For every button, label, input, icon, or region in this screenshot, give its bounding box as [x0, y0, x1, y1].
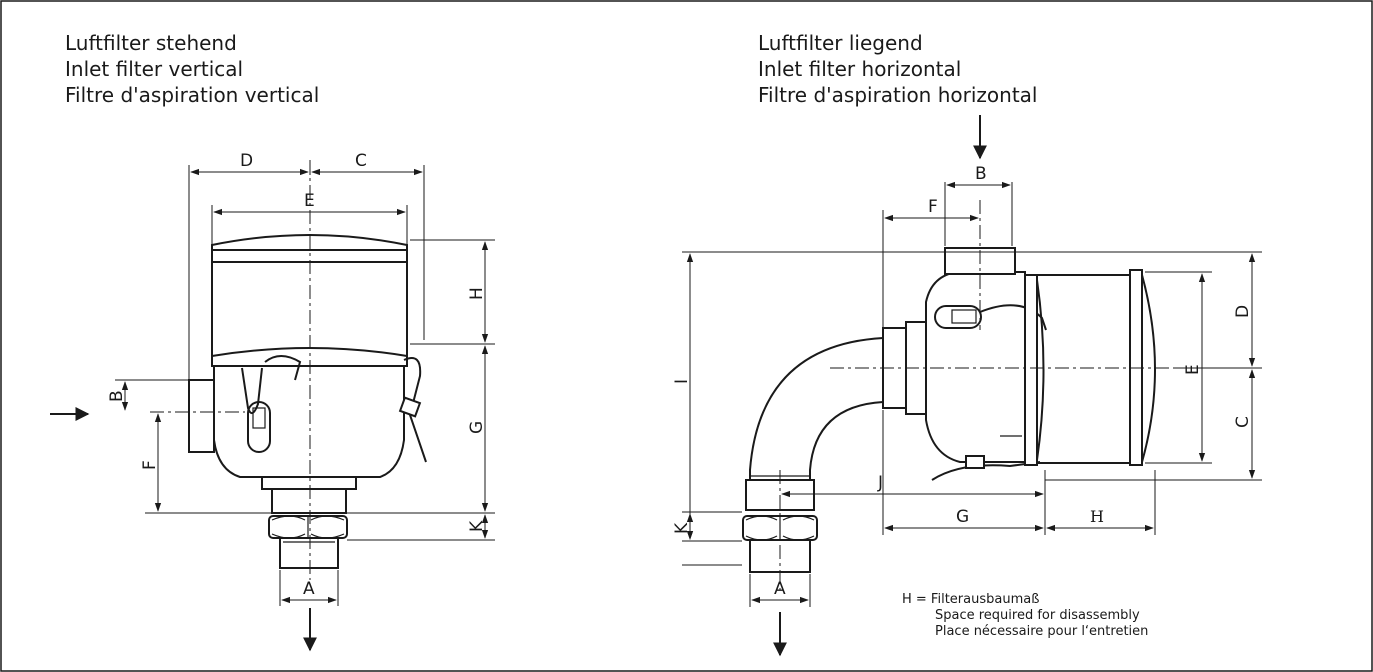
- vertical-housing: [213, 365, 405, 478]
- vertical-label-A: A: [303, 579, 315, 599]
- vertical-label-F: F: [140, 460, 160, 470]
- vertical-neck-lower: [271, 488, 347, 514]
- horizontal-title-de: Luftfilter liegend: [758, 31, 923, 55]
- vertical-lower-rim: [211, 347, 408, 367]
- horizontal-label-I: I: [672, 379, 692, 384]
- horizontal-filter-drawing: Luftfilter liegend Inlet filter horizont…: [672, 31, 1262, 657]
- vertical-thread: [279, 537, 339, 569]
- vertical-label-G: G: [467, 421, 487, 434]
- vertical-neck: [261, 476, 357, 490]
- horizontal-label-K: K: [672, 522, 692, 534]
- horizontal-clip: [934, 305, 982, 329]
- horizontal-title-en: Inlet filter horizontal: [758, 57, 961, 81]
- legend-note: H = Filterausbaumaß Space required for d…: [902, 592, 1148, 639]
- vertical-side-hook: [403, 357, 427, 463]
- horizontal-elbow-inner: [809, 401, 884, 510]
- horizontal-label-F: F: [928, 197, 938, 217]
- vertical-label-K: K: [467, 520, 487, 532]
- horizontal-housing: [925, 271, 1026, 463]
- vertical-label-E: E: [304, 191, 315, 211]
- vertical-title-fr: Filtre d'aspiration vertical: [65, 83, 319, 107]
- vertical-title-en: Inlet filter vertical: [65, 57, 243, 81]
- vertical-filter-drawing: Luftfilter stehend Inlet filter vertical…: [50, 31, 495, 652]
- horizontal-elbow-outer: [749, 337, 884, 510]
- horizontal-rim-inner: [1024, 274, 1038, 466]
- horizontal-label-G: G: [956, 507, 969, 527]
- vertical-label-D: D: [240, 151, 253, 171]
- legend-line-fr: Place nécessaire pour l‘entretien: [935, 624, 1148, 639]
- horizontal-label-C: C: [1233, 416, 1253, 428]
- vertical-title-de: Luftfilter stehend: [65, 31, 237, 55]
- vertical-inlet-spigot: [188, 379, 215, 453]
- legend-line-de: H = Filterausbaumaß: [902, 592, 1039, 607]
- horizontal-label-D: D: [1233, 305, 1253, 318]
- vertical-label-H: H: [467, 287, 487, 300]
- horizontal-bottom-hook: [931, 461, 1041, 481]
- horizontal-label-A: A: [774, 579, 786, 599]
- vertical-label-B: B: [107, 390, 127, 402]
- horizontal-title-fr: Filtre d'aspiration horizontal: [758, 83, 1037, 107]
- horizontal-label-J: J: [877, 473, 883, 493]
- horizontal-label-H: H: [1090, 507, 1104, 526]
- horizontal-label-E: E: [1183, 364, 1203, 375]
- vertical-clip: [247, 401, 271, 453]
- legend-line-en: Space required for disassembly: [935, 608, 1140, 623]
- horizontal-label-B: B: [975, 164, 987, 184]
- vertical-label-C: C: [355, 151, 367, 171]
